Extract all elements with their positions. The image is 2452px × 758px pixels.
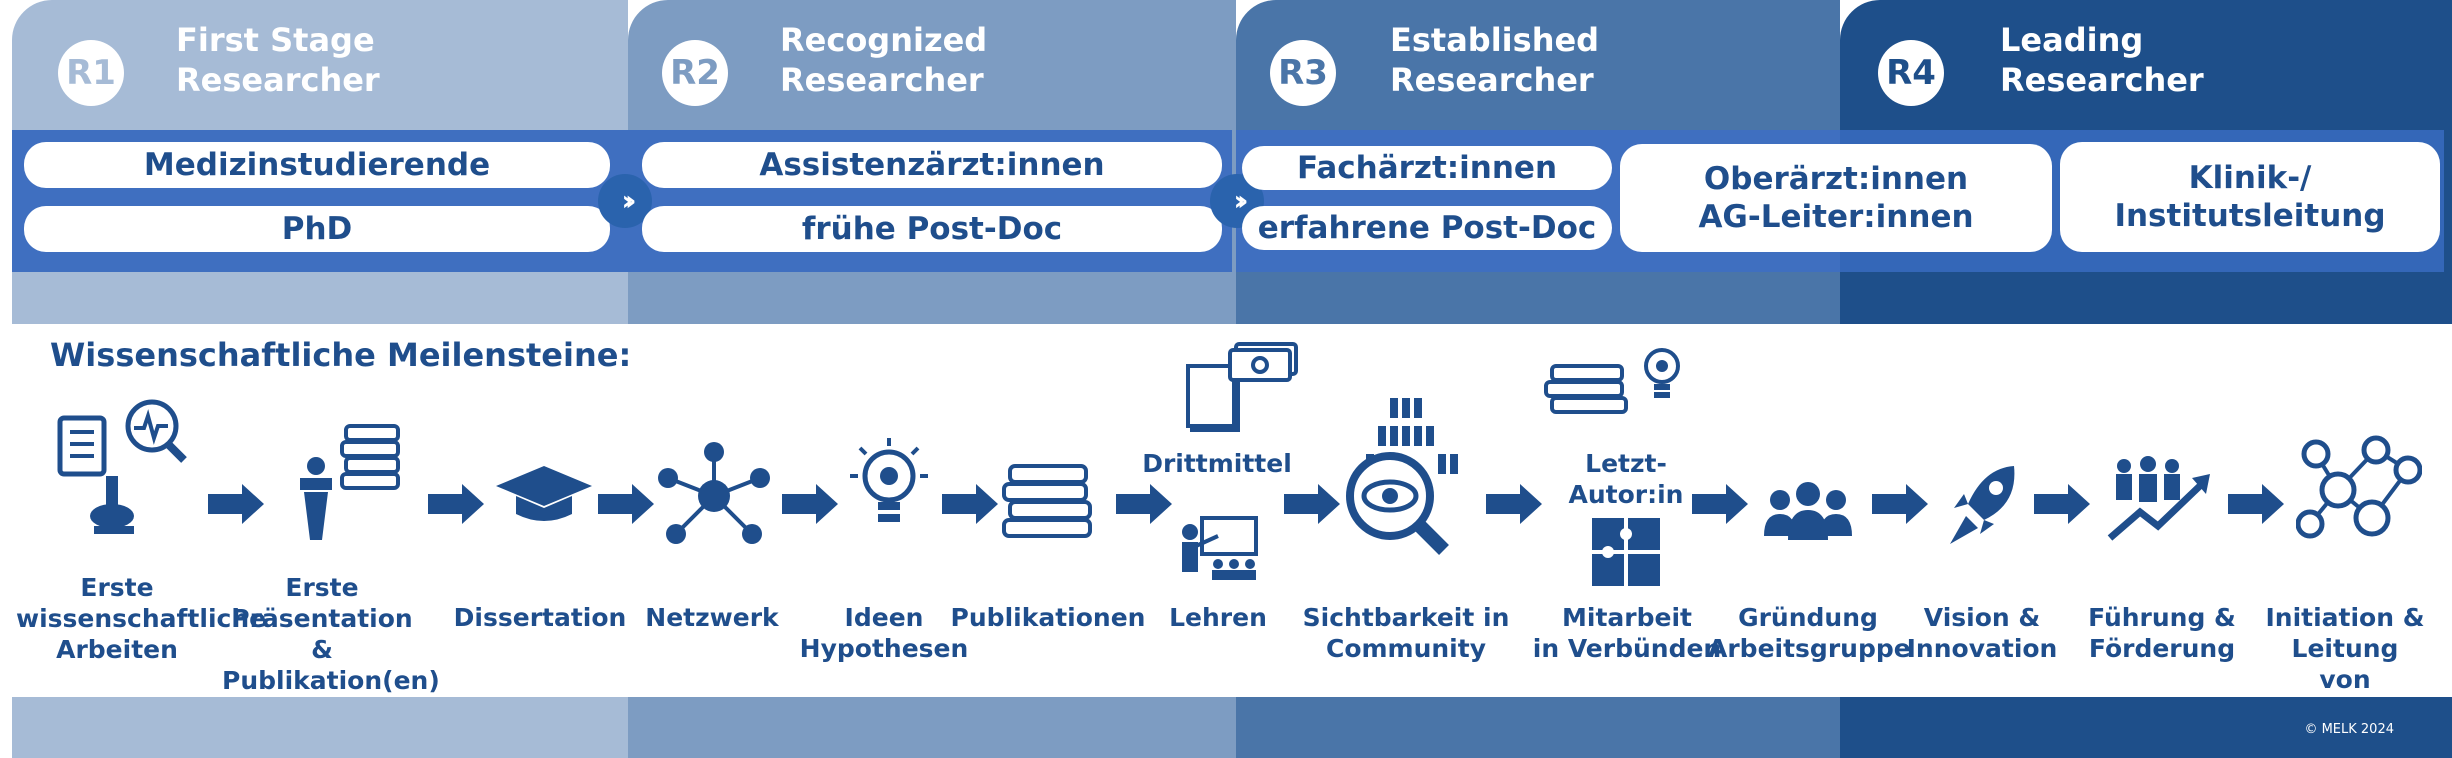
drittmittel-label: Drittmittel: [1142, 449, 1292, 478]
milestone-label: Mitarbeit in Verbünden: [1532, 603, 1722, 663]
footer-band-r1: [12, 697, 628, 758]
role-pill-line2: AG-Leiter:innen: [1698, 199, 1974, 235]
graduation-cap-icon: [496, 466, 592, 521]
stage-r4-header: R4 Leading Researcher: [1840, 0, 2452, 324]
footer-band-r2: [628, 697, 1236, 758]
team-icon: [1764, 482, 1852, 540]
leadership-icon: [2107, 456, 2210, 541]
stage-title-line1: Established: [1390, 21, 1600, 59]
stage-title-line2: Researcher: [2000, 61, 2204, 99]
lightbulb-icon: [850, 438, 928, 522]
milestone-label: Sichtbarkeit in Community: [1302, 603, 1510, 663]
network-icon: [658, 442, 770, 544]
copyright-text: © MELK 2024: [2304, 722, 2394, 737]
books-icon: [1002, 464, 1092, 538]
arrow-icon: [782, 484, 838, 524]
stage-title-line1: First Stage: [176, 21, 375, 59]
arrow-icon: [1284, 484, 1340, 524]
milestone-label: Erste Präsentation & Publikation(en): [222, 573, 440, 695]
milestone-label: Erste wissenschaftliche Arbeiten: [16, 573, 267, 664]
arrow-icon: [208, 484, 264, 524]
stage-title-line1: Leading: [2000, 21, 2144, 59]
stage-title: Leading Researcher: [2000, 20, 2204, 100]
milestone-label: Dissertation: [453, 603, 627, 632]
stage-title: First Stage Researcher: [176, 20, 380, 100]
arrow-icon: [1692, 484, 1748, 524]
books-idea-icon: [1544, 348, 1680, 414]
stage-badge: R1: [58, 40, 124, 106]
arrow-icon: [598, 484, 654, 524]
stage-title-line1: Recognized: [780, 21, 988, 59]
milestones-title: Wissenschaftliche Meilensteine:: [50, 336, 632, 374]
milestone-label: Vision & Innovation: [1906, 603, 2058, 663]
milestone-label: Gründung Arbeitsgruppe: [1708, 603, 1911, 663]
stage-title: Recognized Researcher: [780, 20, 987, 100]
stage-title-line2: Researcher: [780, 61, 984, 99]
stage-badge: R3: [1270, 40, 1336, 106]
role-pill-line1: Oberärzt:innen: [1703, 161, 1969, 197]
role-pill: Assistenzärzt:innen: [642, 142, 1222, 188]
footer-band-r3: [1236, 697, 1840, 758]
stage-badge: R2: [662, 40, 728, 106]
stage-title: Established Researcher: [1390, 20, 1599, 100]
teaching-icon: [1182, 516, 1258, 580]
consortium-icon: [2296, 435, 2422, 539]
role-pill: Klinik-/ Institutsleitung: [2060, 142, 2440, 252]
role-pill: frühe Post-Doc: [642, 206, 1222, 252]
rocket-icon: [1950, 466, 2015, 544]
stage-r2-header: R2 Recognized Researcher: [628, 0, 1236, 324]
visibility-icon: [1346, 398, 1458, 555]
stage-title-line2: Researcher: [1390, 61, 1594, 99]
role-pill-combined: Oberärzt:innen AG-Leiter:innen: [1620, 144, 2052, 252]
arrow-icon: [1486, 484, 1542, 524]
arrow-icon: [1116, 484, 1172, 524]
stage-badge: R4: [1878, 40, 1944, 106]
stage-title-line2: Researcher: [176, 61, 380, 99]
role-pill: Fachärzt:innen: [1242, 146, 1612, 190]
milestone-label: Ideen Hypothesen: [799, 603, 969, 663]
arrow-icon: [2034, 484, 2090, 524]
milestone-label: Führung & Förderung: [2088, 603, 2236, 663]
arrow-icon: [942, 484, 998, 524]
milestone-label: Netzwerk: [645, 603, 779, 632]
research-icon: [57, 399, 187, 534]
footer-band-r4: [1840, 697, 2452, 758]
role-pill: PhD: [24, 206, 610, 252]
letztautor-label: Letzt- Autor:in: [1568, 449, 1684, 509]
milestone-label: Lehren: [1169, 603, 1267, 632]
arrow-icon: [428, 484, 484, 524]
arrow-icon: [2228, 484, 2284, 524]
role-pill: Medizinstudierende: [24, 142, 610, 188]
stage-r1-header: R1 First Stage Researcher: [12, 0, 628, 324]
arrow-icon: [1872, 484, 1928, 524]
milestone-label: Publikationen: [950, 603, 1146, 632]
puzzle-icon: [1592, 518, 1660, 586]
presentation-icon: [300, 424, 400, 540]
money-document-icon: [1186, 342, 1298, 432]
role-pill: erfahrene Post-Doc: [1242, 206, 1612, 250]
stage-r3-header: R3 Established Researcher: [1236, 0, 1840, 324]
